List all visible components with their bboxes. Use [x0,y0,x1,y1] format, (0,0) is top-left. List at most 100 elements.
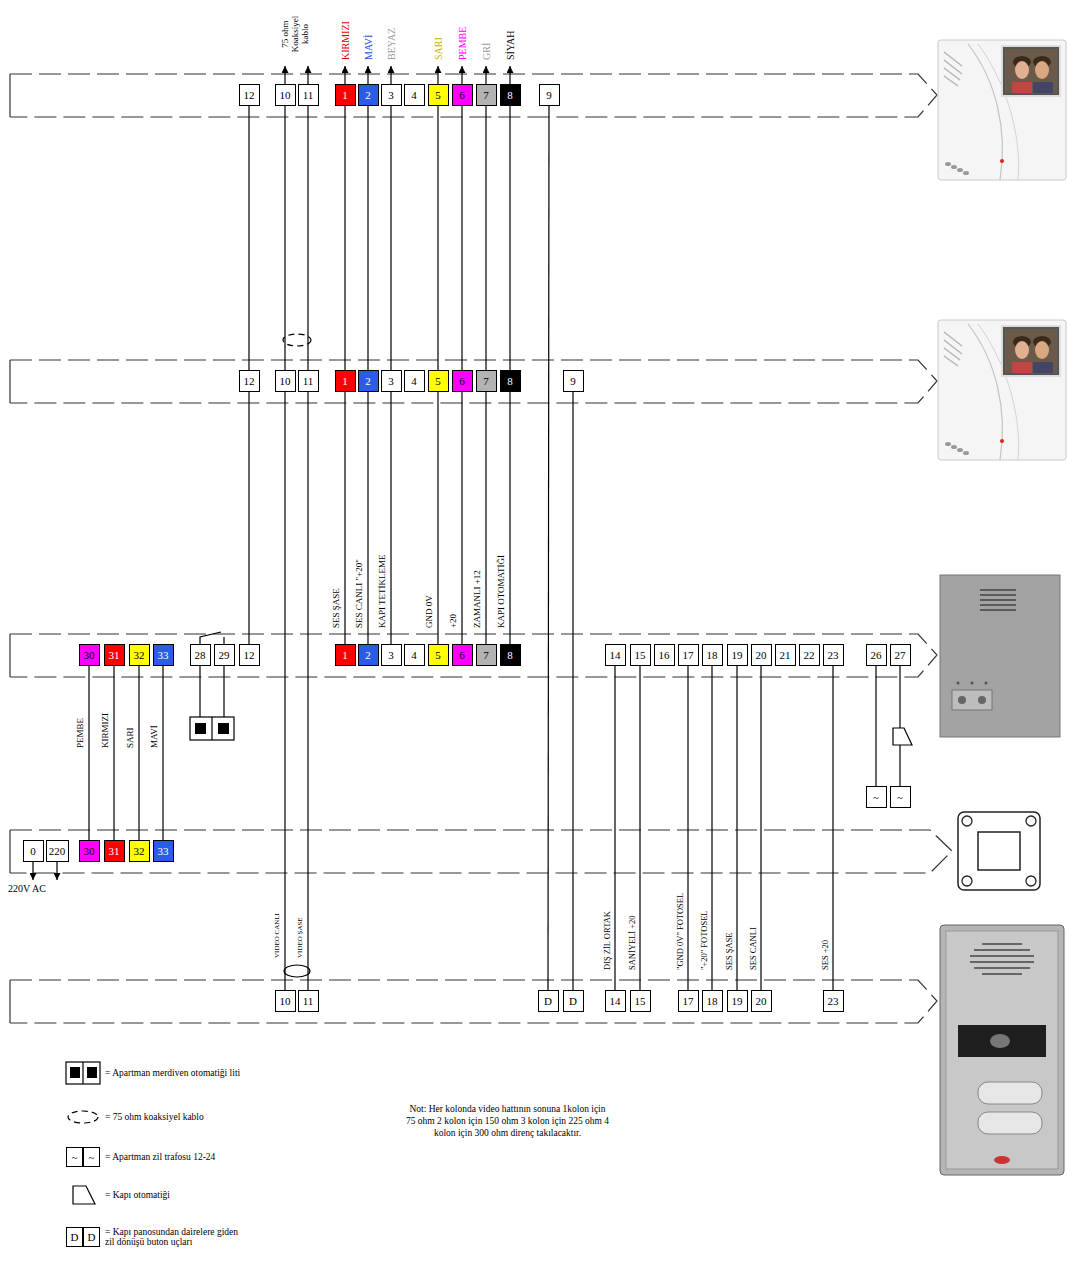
wire [390,106,391,370]
cable-band [9,634,10,677]
terminal-box: 22 [799,644,820,666]
wire [760,666,761,990]
wire-color: GRİ [481,43,492,60]
cable-band [10,74,952,1023]
terminal-number: 20 [756,996,767,1007]
junction-box-illustration [1026,876,1036,886]
terminal-number: 18 [707,650,718,661]
terminal-number: 12 [244,90,255,101]
terminal-number: 220 [49,846,66,857]
terminal-box: 18 [702,644,723,666]
terminal-box: 17 [678,990,699,1012]
terminal-box: 1 [335,84,356,106]
door-panel-illustration [978,1112,1042,1134]
legend-symbol [73,1186,95,1204]
terminal-box: 15 [630,990,651,1012]
door-panel-illustration [958,1025,1046,1057]
legend-symbol-text: D [83,1227,100,1247]
legend-text: = Apartman zil trafosu 12-24 [105,1152,245,1162]
door-panel-illustration [978,1082,1042,1104]
terminal-box: 10 [275,990,296,1012]
terminal-number: 32 [134,846,145,857]
power-supply-illustration [940,575,1060,737]
door-panel-illustration [970,944,1034,974]
power-supply-illustration [940,575,1060,737]
terminal-number: 5 [435,376,441,387]
junction-box-illustration [962,816,972,826]
terminal-box: 14 [605,990,626,1012]
legend-symbol [82,1062,83,1084]
door-panel-illustration [994,1156,1010,1164]
legend-symbol-text: D [66,1227,83,1247]
terminal-box: 4 [404,644,425,666]
terminal-number: 22 [804,650,815,661]
terminal-number: 29 [219,650,230,661]
terminal-number: 2 [365,650,371,661]
junction-box-illustration [958,812,1040,890]
terminal-box: 31 [104,840,125,862]
terminal-box: 27 [890,644,911,666]
wire [485,106,486,370]
terminal-box: 2 [358,84,379,106]
legend-symbol [66,1062,100,1084]
terminal-number: 3 [388,90,394,101]
cable-band [10,980,937,1023]
terminal-box: 8 [500,84,521,106]
terminal-box: 7 [476,370,497,392]
outgoing-wire-arrow [485,66,486,84]
terminal-number: 10 [280,376,291,387]
door-lock-symbol [893,728,912,745]
terminal-number: 7 [483,650,489,661]
legend-text: = Kapı panosundan dairelere giden zil dö… [105,1227,245,1248]
outgoing-wire-arrow [437,66,438,84]
terminal-box: 4 [404,84,425,106]
terminal-box: 5 [428,84,449,106]
terminal-number: 4 [411,90,417,101]
wire [344,392,345,644]
terminal-box: 32 [129,644,150,666]
legend-text: = Apartman merdiven otomatiği liti [105,1068,245,1078]
power-supply-illustration [971,682,974,685]
wire [367,392,368,644]
power-supply-illustration [958,696,966,704]
wire [437,106,438,370]
terminal-number: 2 [365,376,371,387]
power-supply-illustration [985,682,988,685]
terminal-box: 2 [358,644,379,666]
cable-band [9,830,10,873]
terminal-number: 23 [828,996,839,1007]
outgoing-wire-arrow [461,66,462,84]
terminal-number: 10 [280,996,291,1007]
wire [461,392,462,644]
terminal-number: D [569,996,577,1007]
wire [509,106,510,370]
wire-color: SARI [433,37,444,60]
terminal-box: 20 [751,990,772,1012]
terminal-box: 7 [476,644,497,666]
terminal-box: D [538,990,559,1012]
outgoing-wire-arrow [390,66,391,84]
terminal-box: 0 [23,840,44,862]
terminal-box: 11 [298,84,319,106]
terminal-number: 11 [303,90,314,101]
terminal-box: 19 [727,990,748,1012]
terminal-number: 17 [683,650,694,661]
terminal-box: 11 [298,990,319,1012]
terminal-number: 5 [435,90,441,101]
terminal-box: 20 [751,644,772,666]
wire [509,392,510,644]
wire-label: MAVİ [150,725,160,748]
cable-band [10,830,952,873]
cable-band [9,74,10,117]
terminal-box: 3 [381,370,402,392]
power-supply-illustration [978,696,986,704]
terminal-number: 6 [459,650,465,661]
stair-light-wiring [199,666,200,717]
cable-band [10,634,937,677]
wire-label: VIDEO ŞASE [297,917,305,958]
wire [548,106,549,990]
power-supply-illustration [980,590,1016,610]
legend-symbol [70,1067,80,1078]
wire [284,392,285,990]
terminal-box: 6 [452,370,473,392]
